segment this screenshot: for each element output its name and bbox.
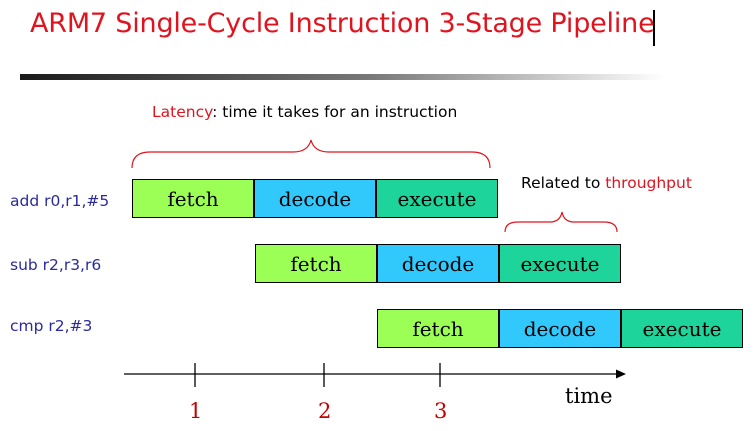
throughput-term: throughput: [605, 174, 692, 192]
throughput-brace: [504, 211, 618, 233]
related-prefix: Related to: [521, 174, 606, 192]
slide-title: ARM7 Single-Cycle Instruction 3-Stage Pi…: [30, 8, 655, 39]
stage-decode-instr-1: decode: [254, 179, 376, 218]
throughput-annotation: Related to throughput: [521, 174, 692, 192]
latency-term: Latency: [152, 103, 213, 121]
time-axis-label: time: [565, 384, 613, 408]
instruction-label-add: add r0,r1,#5: [10, 192, 110, 210]
latency-annotation: Latency: time it takes for an instructio…: [152, 103, 457, 121]
latency-description: : time it takes for an instruction: [212, 103, 458, 121]
time-tick-label-3: 3: [434, 399, 448, 423]
time-tick-label-2: 2: [318, 399, 332, 423]
time-axis-arrowhead: [616, 369, 626, 379]
time-tick-label-1: 1: [189, 399, 203, 423]
stage-fetch-instr-1: fetch: [132, 179, 254, 218]
stage-decode-instr-2: decode: [377, 244, 499, 283]
stage-fetch-instr-2: fetch: [255, 244, 377, 283]
stage-fetch-instr-3: fetch: [377, 309, 499, 348]
stage-decode-instr-3: decode: [499, 309, 621, 348]
stage-execute-instr-2: execute: [499, 244, 621, 283]
instruction-label-sub: sub r2,r3,r6: [10, 256, 102, 274]
latency-brace: [131, 139, 491, 169]
title-underline: [20, 74, 665, 80]
text-cursor: [653, 10, 655, 46]
stage-execute-instr-1: execute: [376, 179, 498, 218]
instruction-label-cmp: cmp r2,#3: [10, 317, 93, 335]
stage-execute-instr-3: execute: [621, 309, 743, 348]
